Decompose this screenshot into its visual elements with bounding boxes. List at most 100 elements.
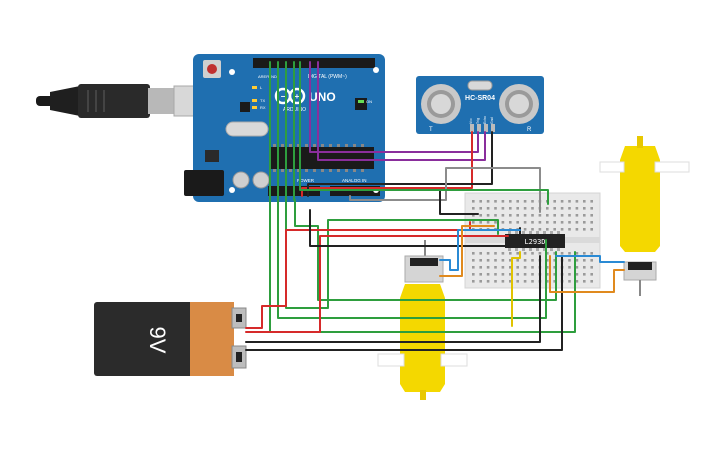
breadboard-hole: [531, 214, 534, 217]
breadboard-hole: [575, 221, 579, 224]
breadboard-hole: [509, 252, 512, 255]
breadboard-hole: [472, 280, 475, 283]
breadboard-hole: [553, 221, 556, 224]
breadboard-hole: [494, 280, 497, 283]
arduino-brand: UNO: [309, 90, 336, 104]
voltage-regulator: [205, 150, 219, 162]
arduino-logo: − +: [274, 87, 306, 105]
breadboard-hole: [553, 266, 556, 269]
wire-echo: [317, 61, 486, 161]
breadboard-hole: [590, 228, 593, 231]
breadboard-hole: [553, 207, 556, 210]
breadboard-hole: [568, 221, 571, 224]
breadboard-hole: [590, 259, 593, 262]
breadboard-hole: [479, 207, 482, 210]
sensor-pin-echo: Echo: [483, 116, 487, 124]
motor-center-gearbox: [400, 284, 445, 392]
tx-label: TX: [260, 98, 265, 103]
breadboard-hole: [501, 259, 505, 262]
breadboard-hole: [523, 266, 527, 269]
breadboard-hole: [494, 273, 497, 276]
breadboard-hole: [501, 280, 505, 283]
breadboard-hole: [523, 252, 527, 255]
on-led-label: ON: [366, 99, 372, 104]
breadboard-hole: [523, 214, 527, 217]
breadboard-hole: [486, 221, 490, 224]
breadboard-hole: [583, 200, 586, 203]
breadboard-hole: [568, 214, 571, 217]
breadboard-hole: [472, 259, 475, 262]
breadboard-hole: [509, 207, 512, 210]
breadboard-hole: [494, 200, 497, 203]
breadboard-hole: [590, 214, 593, 217]
breadboard-hole: [553, 259, 556, 262]
breadboard-hole: [494, 221, 497, 224]
arduino-uno-board: − + UNO ARDUINO DIGITAL (PWM~) POWER ANA…: [184, 54, 385, 202]
breadboard-hole: [583, 273, 586, 276]
breadboard-hole: [516, 252, 519, 255]
breadboard-hole: [479, 214, 482, 217]
capacitor: [252, 171, 270, 189]
aref-label: AREF: [258, 74, 269, 79]
breadboard-hole: [553, 273, 556, 276]
breadboard-hole: [516, 207, 519, 210]
breadboard-hole: [568, 207, 571, 210]
breadboard-hole: [546, 228, 549, 231]
wire-sensor-vcc: [301, 131, 473, 197]
l293d-label: L293D: [524, 238, 545, 246]
breadboard-hole: [575, 273, 579, 276]
breadboard-hole: [531, 228, 534, 231]
breadboard-hole: [553, 200, 556, 203]
breadboard-hole: [501, 266, 505, 269]
battery-label: 9V: [145, 327, 170, 354]
wire-in4: [293, 61, 557, 301]
breadboard-hole: [494, 259, 497, 262]
breadboard-hole: [583, 228, 586, 231]
breadboard-hole: [479, 252, 482, 255]
breadboard-hole: [546, 221, 549, 224]
motor-right-tab: [654, 161, 690, 173]
breadboard-hole: [583, 280, 586, 283]
wire-gray: [349, 167, 541, 213]
breadboard-hole: [590, 273, 593, 276]
wire-yellow: [511, 251, 521, 327]
breadboard-hole: [516, 214, 519, 217]
sensor-pin-trig: Trig: [476, 118, 480, 124]
l-led-label: L: [260, 85, 263, 90]
breadboard-hole: [486, 280, 490, 283]
breadboard-hole: [575, 266, 579, 269]
breadboard-hole: [486, 273, 490, 276]
breadboard-hole: [568, 252, 571, 255]
dc-motor-center: [377, 240, 468, 400]
breadboard-hole: [523, 207, 527, 210]
breadboard-hole: [531, 266, 534, 269]
breadboard-hole: [553, 252, 556, 255]
usb-metal-shell: [148, 88, 174, 114]
wire-black-3: [309, 209, 521, 247]
breadboard-hole: [516, 200, 519, 203]
breadboard-hole: [575, 200, 579, 203]
breadboard-hole: [538, 221, 542, 224]
breadboard-hole: [472, 266, 475, 269]
breadboard-hole: [486, 214, 490, 217]
rx-label: RX: [260, 105, 266, 110]
breadboard-hole: [523, 221, 527, 224]
breadboard-hole: [568, 280, 571, 283]
breadboard-hole: [560, 200, 564, 203]
wire-en: [299, 61, 549, 205]
breadboard-hole: [575, 280, 579, 283]
battery-band: [190, 302, 234, 376]
reset-button-cap: [207, 64, 217, 74]
breadboard-hole: [560, 214, 564, 217]
wire-motor-center-a: [439, 229, 521, 271]
power-jack: [184, 170, 224, 196]
hc-sr04-sensor: HC-SR04 T R Vcc Trig Echo Gnd: [416, 76, 544, 134]
breadboard-hole: [590, 280, 593, 283]
breadboard-hole: [472, 221, 475, 224]
breadboard-hole: [494, 266, 497, 269]
breadboard-hole: [568, 273, 571, 276]
breadboard-hole: [509, 214, 512, 217]
breadboard-hole: [501, 207, 505, 210]
breadboard-hole: [523, 280, 527, 283]
breadboard-hole: [516, 273, 519, 276]
